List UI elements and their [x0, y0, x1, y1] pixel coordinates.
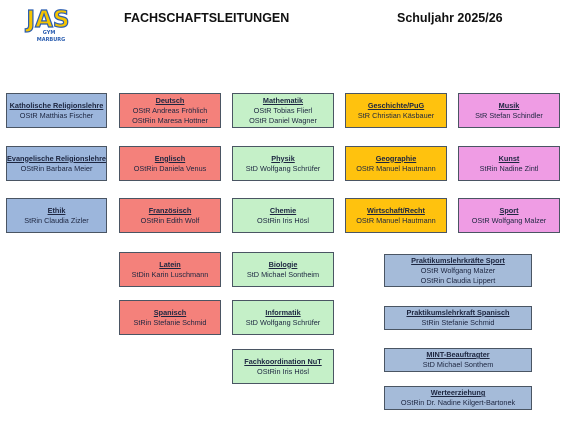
- box-wirtschaft-recht: Wirtschaft/Recht OStR Manuel Hautmann: [345, 198, 447, 233]
- teacher-name: StD Wolfgang Schrüfer: [245, 317, 321, 327]
- subject-title: Spanisch: [153, 307, 187, 317]
- subject-title: Wirtschaft/Recht: [367, 205, 425, 215]
- teacher-name: OStR Tobias Flierl: [253, 105, 313, 115]
- box-latein: Latein StDin Karin Luschmann: [119, 252, 221, 287]
- subject-title: Evangelische Religionslehre: [7, 153, 106, 163]
- teacher-name: OStR Manuel Hautmann: [356, 215, 436, 225]
- box-musik: Musik StR Stefan Schindler: [458, 93, 560, 128]
- subject-title: MINT-Beauftragter: [426, 350, 490, 359]
- teacher-name: StR Christian Käsbauer: [357, 110, 435, 120]
- logo-subtext: GYM: [43, 30, 56, 36]
- teacher-name: OStR Andreas Fröhlich: [132, 105, 208, 115]
- box-mint-beauftragter: MINT-Beauftragter StD Michael Sonthem: [384, 348, 532, 372]
- box-werteerziehung: Werteerziehung OStRin Dr. Nadine Kilgert…: [384, 386, 532, 410]
- teacher-name: OStRin Daniela Venus: [133, 163, 207, 173]
- box-evangelische-religionslehre: Evangelische Religionslehre OStRin Barba…: [6, 146, 107, 181]
- box-geographie: Geographie OStR Manuel Hautmann: [345, 146, 447, 181]
- subject-title: Praktikumslehrkräfte Sport: [411, 255, 505, 265]
- subject-title: Latein: [159, 259, 181, 269]
- teacher-name: StR Stefan Schindler: [475, 110, 543, 120]
- teacher-name: OStRin Iris Hösl: [257, 366, 309, 376]
- box-ethik: Ethik StRin Claudia Zizler: [6, 198, 107, 233]
- teacher-name: OStR Matthias Fischer: [19, 110, 94, 120]
- teacher-name: OStR Wolfgang Malzer: [471, 215, 547, 225]
- box-praktikumslehrkraefte-sport: Praktikumslehrkräfte Sport OStR Wolfgang…: [384, 254, 532, 287]
- subject-title: Sport: [499, 205, 519, 215]
- teacher-name: OStR Manuel Hautmann: [356, 163, 436, 173]
- teacher-name: OStRin Maresa Hottner: [132, 115, 208, 125]
- teacher-name: StD Michael Sontheim: [246, 269, 320, 279]
- box-geschichte-pug: Geschichte/PuG StR Christian Käsbauer: [345, 93, 447, 128]
- box-physik: Physik StD Wolfgang Schrüfer: [232, 146, 334, 181]
- teacher-name: StD Wolfgang Schrüfer: [245, 163, 321, 173]
- subject-title: Chemie: [269, 205, 297, 215]
- subject-title: Physik: [271, 153, 295, 163]
- subject-title: Katholische Religionslehre: [9, 100, 104, 110]
- subject-title: Ethik: [47, 205, 66, 215]
- subject-title: Englisch: [154, 153, 186, 163]
- subject-title: Werteerziehung: [430, 388, 486, 397]
- subject-title: Französisch: [148, 205, 192, 215]
- teacher-name: OStRin Edith Wolf: [140, 215, 200, 225]
- school-logo: JAS GYM MARBURG: [24, 6, 70, 43]
- box-mathematik: Mathematik OStR Tobias Flierl OStR Danie…: [232, 93, 334, 128]
- logo-location: MARBURG: [37, 37, 66, 43]
- box-katholische-religionslehre: Katholische Religionslehre OStR Matthias…: [6, 93, 107, 128]
- box-informatik: Informatik StD Wolfgang Schrüfer: [232, 300, 334, 335]
- teacher-name: StRin Stefanie Schmid: [133, 317, 207, 327]
- subject-title: Geographie: [375, 153, 417, 163]
- box-biologie: Biologie StD Michael Sontheim: [232, 252, 334, 287]
- teacher-name: StRin Nadine Zintl: [479, 163, 539, 173]
- subject-title: Informatik: [265, 307, 301, 317]
- subject-title: Musik: [498, 100, 520, 110]
- teacher-name: StDin Karin Luschmann: [131, 269, 209, 279]
- subject-title: Mathematik: [262, 95, 304, 105]
- teacher-name: StRin Stefanie Schmid: [421, 318, 495, 327]
- subject-title: Geschichte/PuG: [367, 100, 425, 110]
- box-praktikumslehrkraft-spanisch: Praktikumslehrkraft Spanisch StRin Stefa…: [384, 306, 532, 330]
- teacher-name: OStRin Dr. Nadine Kilgert-Bartonek: [400, 398, 516, 407]
- box-kunst: Kunst StRin Nadine Zintl: [458, 146, 560, 181]
- teacher-name: StRin Claudia Zizler: [24, 215, 89, 225]
- logo-text: JAS: [25, 7, 70, 33]
- box-chemie: Chemie OStRin Iris Hösl: [232, 198, 334, 233]
- page-title: FACHSCHAFTSLEITUNGEN: [124, 11, 290, 25]
- box-englisch: Englisch OStRin Daniela Venus: [119, 146, 221, 181]
- teacher-name: StD Michael Sonthem: [422, 360, 494, 369]
- box-fachkoordination-nut: Fachkoordination NuT OStRin Iris Hösl: [232, 349, 334, 384]
- box-deutsch: Deutsch OStR Andreas Fröhlich OStRin Mar…: [119, 93, 221, 128]
- subject-title: Deutsch: [155, 95, 185, 105]
- teacher-name: OStRin Claudia Lippert: [420, 275, 496, 285]
- subject-title: Kunst: [498, 153, 520, 163]
- teacher-name: OStRin Barbara Meier: [20, 163, 93, 173]
- school-year: Schuljahr 2025/26: [397, 11, 503, 25]
- subject-title: Biologie: [268, 259, 298, 269]
- box-sport: Sport OStR Wolfgang Malzer: [458, 198, 560, 233]
- subject-title: Praktikumslehrkraft Spanisch: [406, 308, 510, 317]
- box-franzoesisch: Französisch OStRin Edith Wolf: [119, 198, 221, 233]
- teacher-name: OStR Daniel Wagner: [249, 115, 317, 125]
- box-spanisch: Spanisch StRin Stefanie Schmid: [119, 300, 221, 335]
- subject-title: Fachkoordination NuT: [244, 356, 322, 366]
- teacher-name: OStRin Iris Hösl: [257, 215, 309, 225]
- teacher-name: OStR Wolfgang Malzer: [420, 265, 496, 275]
